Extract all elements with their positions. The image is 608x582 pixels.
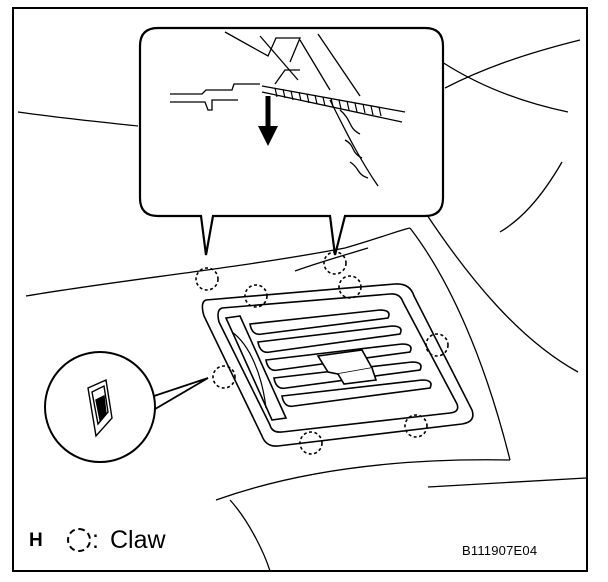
legend-separator: : xyxy=(92,526,99,554)
claw-marker xyxy=(425,333,449,357)
down-arrow-icon xyxy=(258,96,278,146)
view-letter: H xyxy=(29,530,43,551)
claw-marker xyxy=(404,414,428,438)
claw-tab-icon xyxy=(87,378,113,438)
claw-legend-icon xyxy=(67,528,91,552)
claw-marker xyxy=(299,431,323,455)
legend-label: Claw xyxy=(110,526,166,554)
dashboard-outline xyxy=(17,39,587,572)
figure-frame xyxy=(12,7,588,572)
claw-marker xyxy=(338,275,362,299)
claw-marker xyxy=(195,267,219,291)
claw-markers xyxy=(195,251,449,455)
figure-code: B111907E04 xyxy=(462,543,538,558)
claw-marker xyxy=(212,365,236,389)
detail-callout xyxy=(138,26,445,256)
clip-detail xyxy=(170,31,406,187)
air-vent xyxy=(201,283,474,447)
hatched-strip xyxy=(274,87,382,117)
claw-marker xyxy=(244,284,268,308)
claw-detail-callout xyxy=(44,351,209,463)
claw-marker xyxy=(323,251,347,275)
